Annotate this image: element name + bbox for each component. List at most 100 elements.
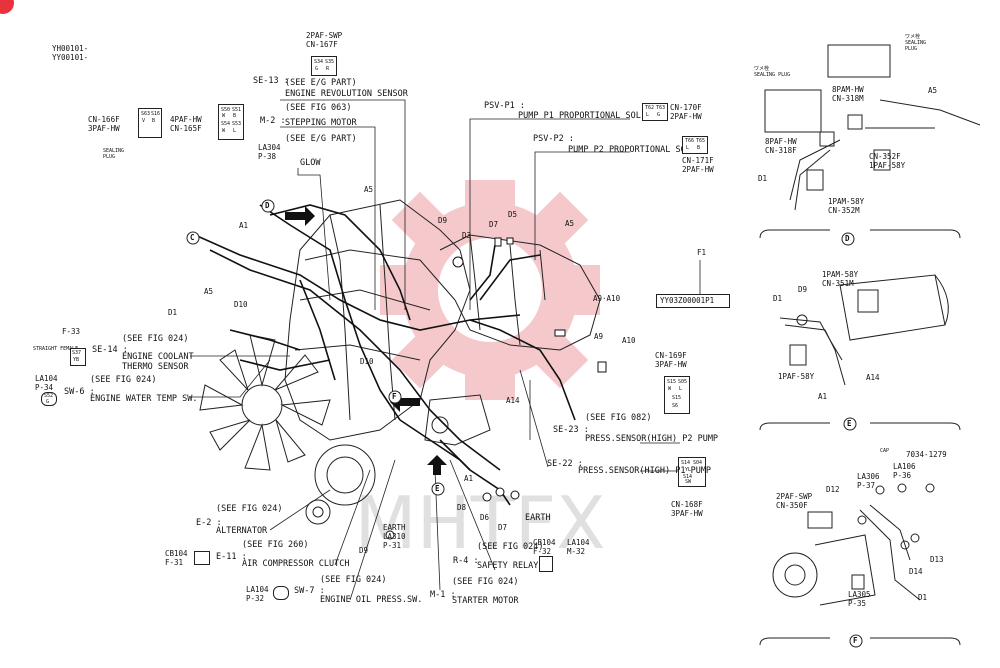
m1-name: STARTER MOTOR	[452, 596, 519, 606]
callout-d10: D10	[234, 300, 248, 309]
se23-name: PRESS.SENSOR(HIGH) P2 PUMP	[585, 434, 719, 444]
psvp1-name: PUMP P1 PROPORTIONAL SOL.	[518, 111, 646, 121]
f1-label: F1	[697, 248, 707, 257]
psvp2-name: PUMP P2 PROPORTIONAL SOL.	[568, 145, 696, 155]
cn166f-label: CN-166F 3PAF-HW	[88, 115, 120, 133]
cn167f-connector: S34 S35 G R	[311, 56, 337, 76]
se22-name: PRESS.SENSOR(HIGH) P1 PUMP	[578, 466, 712, 476]
m1-ref: (SEE FIG 024)	[452, 577, 519, 587]
pin: R	[326, 66, 330, 72]
cn166f-connector: S63 S16 V B	[138, 108, 162, 138]
cn171f-connector: T66 T65 L B	[682, 136, 708, 154]
pin: L	[233, 128, 237, 134]
detail-f-la106: LA106 P-36	[893, 462, 916, 480]
sw7-ref: (SEE FIG 024)	[320, 575, 387, 585]
detail-f-cap: CAP	[880, 448, 890, 454]
pin: S15	[672, 395, 682, 401]
pin: S6	[672, 403, 679, 409]
detail-e-a1: A1	[818, 392, 828, 401]
se14-ref: (SEE FIG 024)	[122, 334, 189, 344]
detail-dividers	[759, 229, 961, 646]
detail-d-drawing	[764, 44, 981, 211]
pin: W	[668, 386, 672, 392]
pin: S50	[221, 107, 231, 113]
se23-id: SE-23 :	[553, 425, 589, 435]
cb104-f31-connector	[194, 551, 210, 565]
straight-female-label: STRAIGHT FEMALE	[33, 346, 79, 352]
callout-a9a10: A9·A10	[593, 294, 621, 303]
detail-f-d12: D12	[826, 485, 840, 494]
la104-m32-label: LA104 M-32	[567, 538, 590, 556]
detail-d-sealing-plug-2: ワメ栓 SEALING PLUG	[754, 66, 791, 78]
la104-p32-label: LA104 P-32	[246, 585, 269, 603]
pin: S51	[232, 107, 242, 113]
pin: W	[222, 113, 226, 119]
pin: G	[315, 66, 319, 72]
detail-d-cn352f: CN-352F 1PAF-58Y	[869, 152, 906, 170]
brand-logo	[0, 0, 14, 14]
pin: T65	[696, 138, 706, 144]
pin: B	[697, 145, 701, 151]
r4-name: SAFETY RELAY	[477, 561, 539, 571]
callout-d1: D1	[168, 308, 178, 317]
cn168f-label: CN-168F 3PAF-HW	[671, 500, 703, 518]
detail-f-la305: LA305 P-35	[848, 590, 871, 608]
m2-name: STEPPING MOTOR	[285, 118, 357, 128]
pin: B	[152, 118, 156, 124]
se14-id: SE-14 :	[92, 345, 128, 355]
drawing-code-2: YY00101-	[52, 53, 89, 62]
e2-id: E-2 :	[196, 518, 222, 528]
detail-e-drawing	[779, 274, 949, 386]
callout-d5: D5	[508, 210, 518, 219]
detail-f-caption: F	[853, 636, 858, 645]
se13-ref: (SEE E/G PART)	[285, 78, 357, 88]
la104-p34-connector: S52 G	[41, 392, 57, 406]
callout-a14: A14	[506, 396, 520, 405]
sw6-ref: (SEE FIG 024)	[90, 375, 157, 385]
pin: T66	[685, 138, 695, 144]
cn170f-connector: T62 T63 L G	[642, 103, 668, 121]
e2-name: ALTERNATOR	[216, 526, 268, 536]
detail-d-bpam: 8PAM-HW CN-318M	[832, 85, 864, 103]
e11-id: E-11 :	[216, 552, 247, 562]
glow-ref: (SEE E/G PART)	[285, 134, 357, 144]
detail-d-sealing-plug: ワメ栓 SEALING PLUG	[905, 34, 927, 52]
pin: S37	[72, 350, 82, 356]
pin: S15	[667, 379, 677, 385]
earth-label-2: EARTH	[525, 513, 551, 523]
cn165f-connector: S50 S51 W B S54 S53 W L	[218, 104, 244, 140]
cn168f-connector: S14 S04 YL S14 SW	[678, 457, 706, 487]
callout-a5-2: A5	[364, 185, 374, 194]
detail-e-d9: D9	[798, 285, 808, 294]
cb104-f31-label: CB104 F-31	[165, 549, 188, 567]
callout-d9: D9	[438, 216, 448, 225]
cb104-f32-connector	[539, 556, 553, 572]
callout-a1: A1	[239, 221, 249, 230]
pin: G	[657, 112, 661, 118]
glow-code: LA304 P-38	[258, 143, 281, 161]
detail-e-caption: E	[847, 419, 852, 428]
pin: S05	[678, 379, 688, 385]
e11-ref: (SEE FIG 260)	[242, 540, 309, 550]
se13-name: ENGINE REVOLUTION SENSOR	[285, 89, 408, 99]
f33-label: F-33	[62, 327, 81, 336]
pin: YB	[73, 357, 80, 363]
callout-d3: D3	[462, 231, 472, 240]
cn169f-connector: S15 S05 W L S15 S6	[664, 376, 690, 414]
la104-p34-label: LA104 P-34	[35, 374, 58, 392]
f1-code: YY03Z00001P1	[660, 296, 715, 305]
detail-e-a14: A14	[866, 373, 880, 382]
part-markers	[385, 237, 607, 540]
callout-d8: D8	[457, 503, 467, 512]
se13-id: SE-13 :	[253, 76, 289, 86]
detail-d-caption: D	[845, 234, 850, 243]
pin: S54	[221, 121, 231, 127]
pin: B	[233, 113, 237, 119]
pin: S52	[44, 393, 54, 399]
detail-f-d13: D13	[930, 555, 944, 564]
pin: SW	[685, 479, 692, 485]
e2-ref: (SEE FIG 024)	[216, 504, 283, 514]
f33-connector: S37 YB	[70, 348, 86, 366]
pin: T63	[656, 105, 666, 111]
